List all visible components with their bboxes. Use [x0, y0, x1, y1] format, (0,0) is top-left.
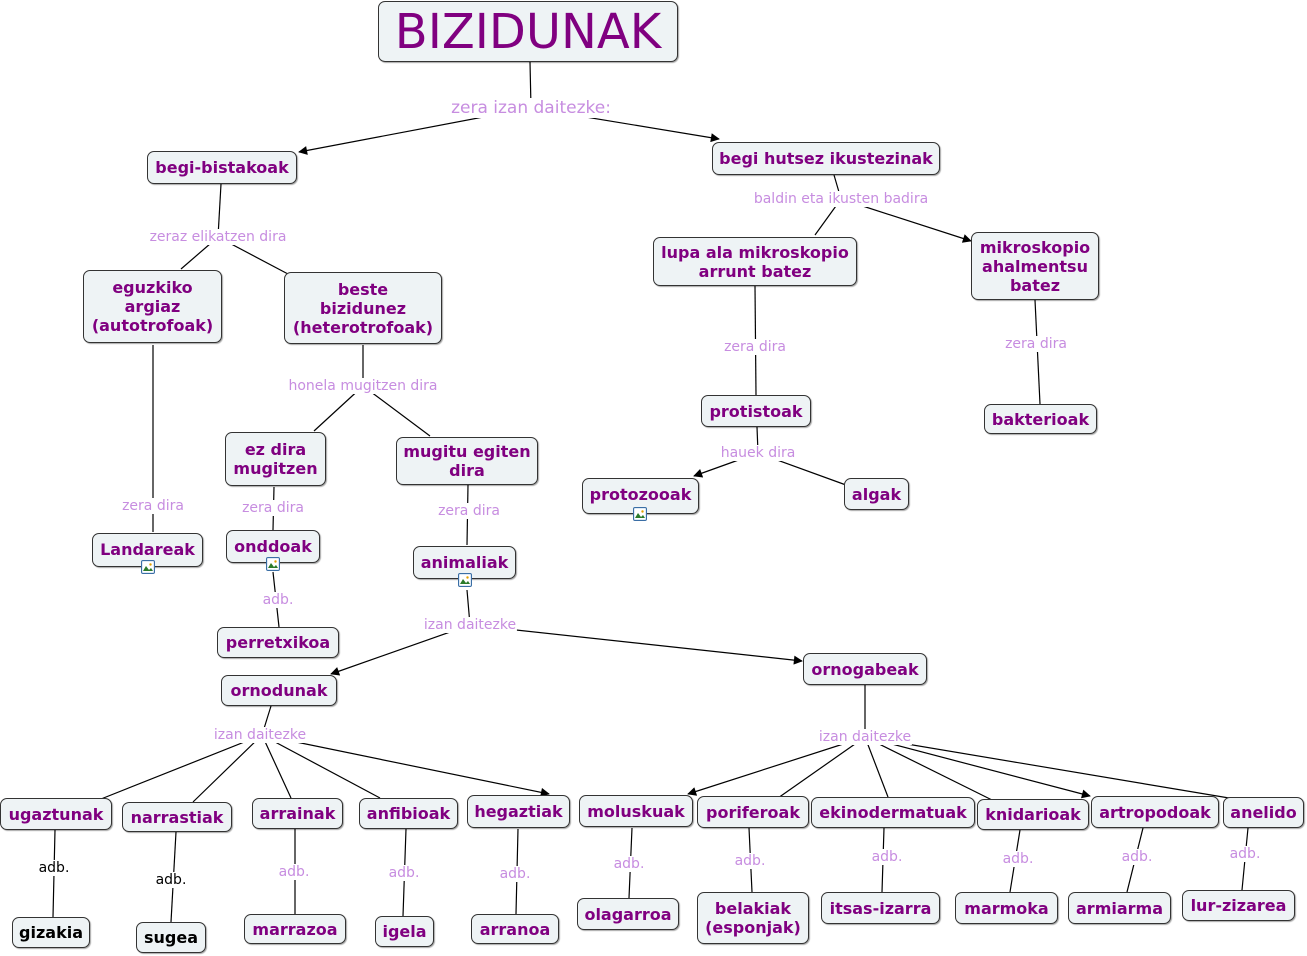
image-icon[interactable]: [141, 560, 155, 574]
link-label-adb: adb.: [277, 864, 311, 880]
concept-ugaztunak[interactable]: ugaztunak: [0, 798, 112, 830]
concept-algak[interactable]: algak: [844, 478, 909, 510]
link-label-adb: adb.: [154, 872, 188, 888]
link-label-adb: adb.: [498, 866, 532, 882]
concept-begi-bistakoak[interactable]: begi-bistakoak: [147, 151, 297, 184]
concept-protozooak[interactable]: protozooak: [582, 478, 699, 514]
link-label-adb: adb.: [1001, 851, 1035, 867]
link-label-hauek-dira: hauek dira: [719, 445, 797, 461]
concept-narrastiak[interactable]: narrastiak: [122, 802, 232, 832]
concept-mikroskopio-ahalmentsu[interactable]: mikroskopio ahalmentsu batez: [971, 232, 1099, 300]
link-label-honela-mugitzen: honela mugitzen dira: [287, 378, 439, 394]
concept-arranoa[interactable]: arranoa: [471, 914, 559, 944]
concept-armiarma[interactable]: armiarma: [1068, 892, 1171, 924]
concept-beste-bizidunez[interactable]: beste bizidunez (heterotrofoak): [284, 272, 442, 344]
concept-igela[interactable]: igela: [375, 916, 434, 947]
image-icon[interactable]: [633, 507, 647, 521]
concept-gizakia[interactable]: gizakia: [12, 917, 90, 948]
concept-hegaztiak[interactable]: hegaztiak: [467, 795, 570, 828]
concept-sugea[interactable]: sugea: [136, 922, 206, 953]
link-label-zera-dira: zera dira: [437, 503, 501, 519]
concept-poriferoak[interactable]: poriferoak: [697, 796, 809, 828]
link-label-zera-izan-daitezke: zera izan daitezke:: [450, 98, 612, 118]
concept-itsas-izarra[interactable]: itsas-izarra: [821, 892, 940, 924]
link-label-zera-dira: zera dira: [1004, 336, 1068, 352]
concept-mugitu-egiten-dira[interactable]: mugitu egiten dira: [396, 437, 538, 485]
concept-animaliak[interactable]: animaliak: [413, 546, 516, 579]
link-label-adb: adb.: [261, 592, 295, 608]
concept-anelido[interactable]: anelido: [1223, 797, 1304, 828]
concept-olagarroa[interactable]: olagarroa: [577, 898, 679, 930]
concept-ornogabeak[interactable]: ornogabeak: [803, 653, 927, 685]
concept-marmoka[interactable]: marmoka: [955, 892, 1058, 924]
concept-eguzkiko-argiaz[interactable]: eguzkiko argiaz (autotrofoak): [83, 270, 222, 343]
concept-anfibioak[interactable]: anfibioak: [359, 798, 458, 829]
link-label-adb: adb.: [1228, 846, 1262, 862]
concept-ez-dira-mugitzen[interactable]: ez dira mugitzen: [225, 432, 326, 486]
concept-artropodoak[interactable]: artropodoak: [1091, 796, 1219, 828]
link-label-zera-dira: zera dira: [723, 339, 787, 355]
link-label-adb: adb.: [1120, 849, 1154, 865]
image-icon[interactable]: [266, 557, 280, 571]
concept-landareak[interactable]: Landareak: [92, 533, 203, 567]
concept-lur-zizarea[interactable]: lur-zizarea: [1182, 890, 1295, 921]
concept-moluskuak[interactable]: moluskuak: [579, 795, 693, 827]
concept-protistoak[interactable]: protistoak: [701, 395, 811, 427]
link-label-izan-daitezke: izan daitezke: [422, 617, 518, 633]
link-label-zeraz-elikatzen: zeraz elikatzen dira: [148, 229, 288, 245]
link-label-baldin-eta-ikusten: baldin eta ikusten badira: [752, 191, 930, 207]
concept-bakterioak[interactable]: bakterioak: [984, 404, 1097, 434]
link-label-adb: adb.: [612, 856, 646, 872]
link-label-adb: adb.: [37, 860, 71, 876]
link-label-adb: adb.: [733, 853, 767, 869]
link-label-izan-daitezke: izan daitezke: [817, 729, 913, 745]
link-label-adb: adb.: [387, 865, 421, 881]
concept-ornodunak[interactable]: ornodunak: [221, 675, 337, 706]
link-label-zera-dira: zera dira: [241, 500, 305, 516]
concept-ekinodermatuak[interactable]: ekinodermatuak: [811, 797, 975, 828]
concept-bizidunak[interactable]: BIZIDUNAK: [378, 1, 678, 62]
concept-belakiak[interactable]: belakiak (esponjak): [697, 892, 809, 944]
image-icon[interactable]: [458, 573, 472, 587]
link-label-izan-daitezke: izan daitezke: [212, 727, 308, 743]
concept-perretxikoa[interactable]: perretxikoa: [217, 627, 339, 658]
concept-arrainak[interactable]: arrainak: [252, 798, 343, 829]
concept-begi-hutsez-ikustezinak[interactable]: begi hutsez ikustezinak: [712, 142, 940, 175]
concept-lupa-ala-mikroskopio[interactable]: lupa ala mikroskopio arrunt batez: [653, 237, 857, 286]
link-label-adb: adb.: [870, 849, 904, 865]
concept-marrazoa[interactable]: marrazoa: [244, 914, 346, 944]
concept-knidarioak[interactable]: knidarioak: [977, 799, 1089, 830]
link-label-zera-dira: zera dira: [121, 498, 185, 514]
